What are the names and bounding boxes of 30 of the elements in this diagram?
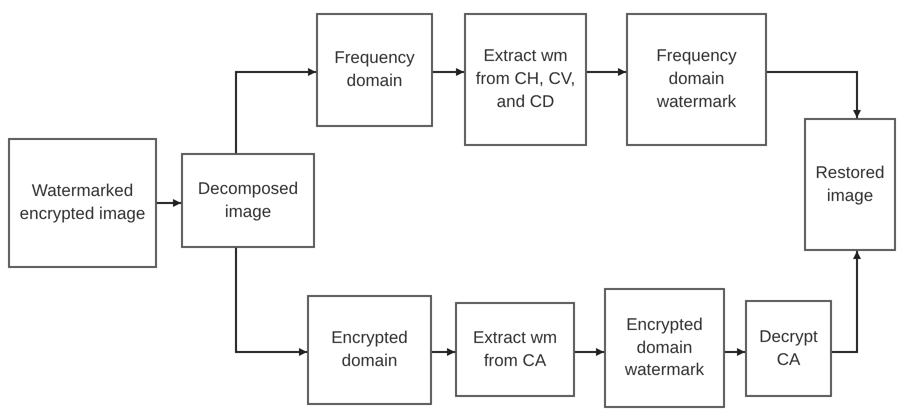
box-label: Watermarked encrypted image — [18, 180, 146, 225]
process-box — [745, 300, 832, 397]
arrow — [587, 68, 626, 76]
box-label: Encrypted domain watermark — [624, 314, 706, 382]
box-label: Encrypted domain — [330, 327, 409, 372]
process-box — [316, 13, 433, 127]
arrow — [725, 348, 745, 356]
arrow — [235, 68, 316, 153]
arrow — [235, 248, 307, 356]
arrow — [767, 71, 861, 118]
box-label: Decrypt CA — [758, 326, 819, 370]
arrow — [432, 348, 455, 356]
arrow — [832, 251, 861, 353]
process-box — [181, 153, 315, 248]
process-box — [626, 13, 767, 146]
arrow — [157, 199, 181, 207]
arrow — [433, 68, 464, 76]
process-box — [604, 288, 725, 408]
box-label: Decomposed image — [196, 178, 300, 222]
process-box — [8, 138, 157, 268]
arrow — [575, 348, 604, 356]
box-label: Restored image — [814, 162, 886, 206]
process-box — [307, 295, 432, 405]
box-label: Extract wm from CA — [472, 326, 558, 372]
box-label: Frequency domain — [333, 47, 416, 92]
process-box — [464, 13, 587, 146]
process-box — [804, 118, 896, 251]
box-label: Extract wm from CH, CV, and CD — [474, 45, 576, 113]
box-label: Frequency domain watermark — [655, 45, 738, 113]
process-box — [455, 302, 575, 397]
